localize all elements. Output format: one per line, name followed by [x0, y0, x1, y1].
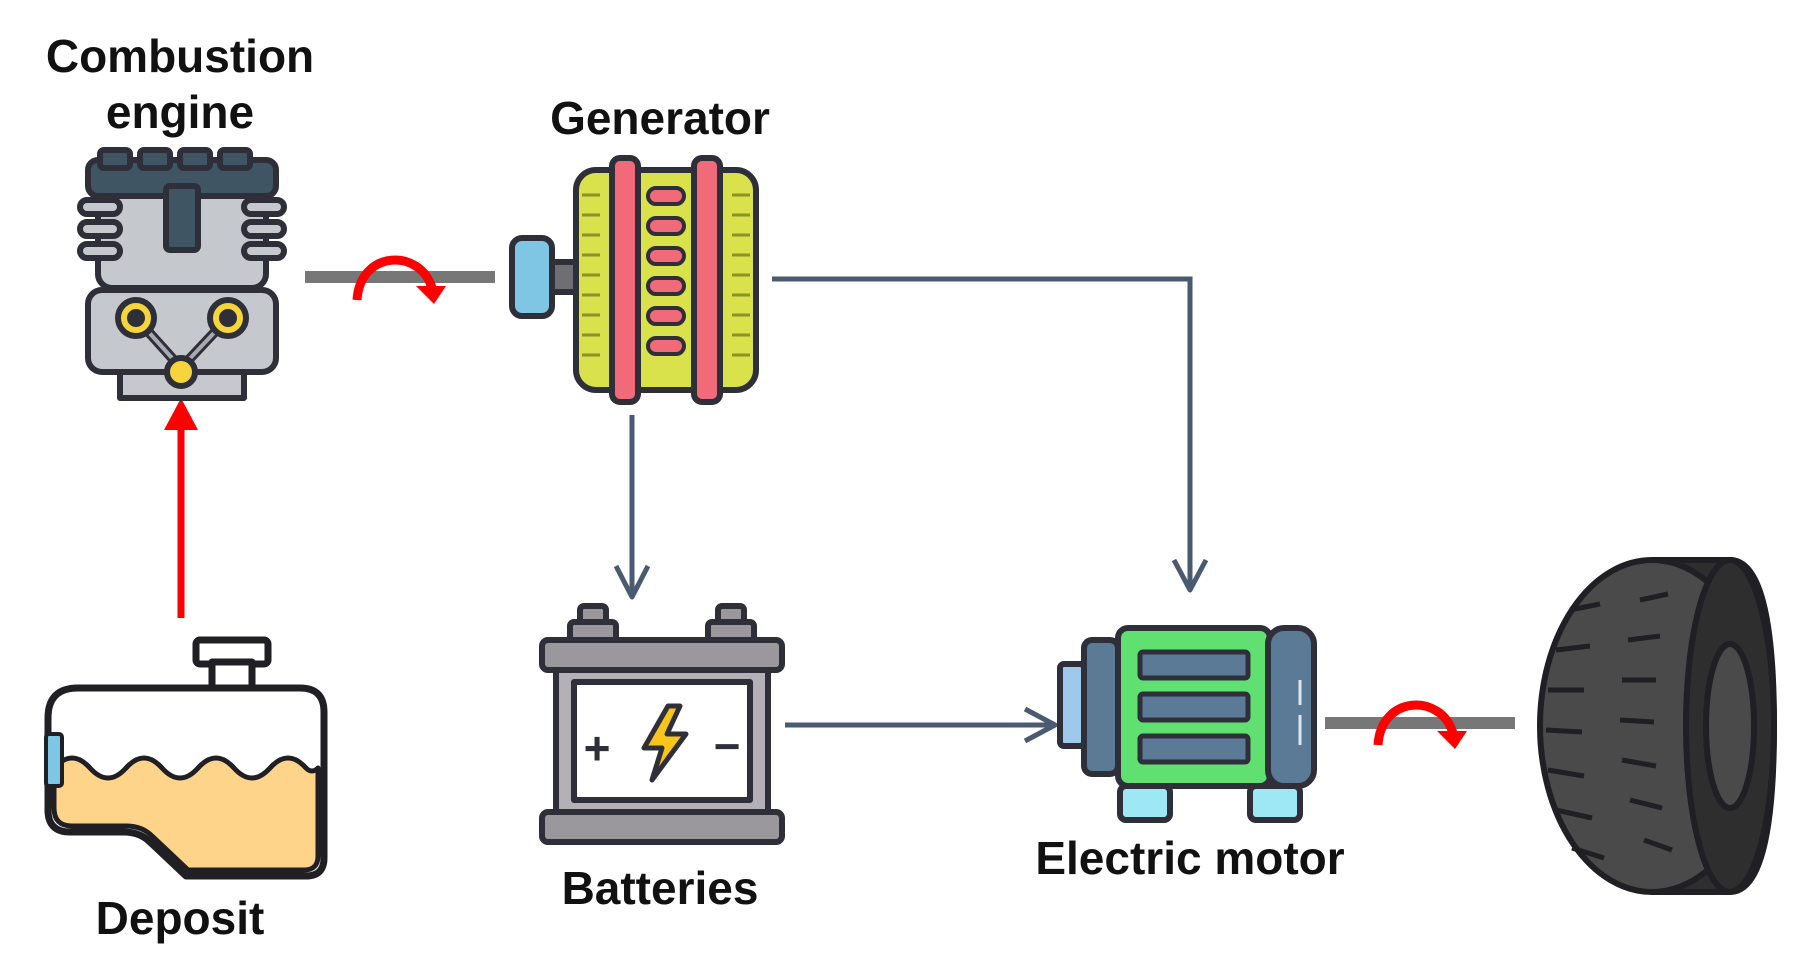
electric-motor-label: Electric motor: [1035, 832, 1345, 884]
combustion-engine-label: Combustion engine: [45, 30, 315, 138]
power-arrow-generator-to-motor: [772, 276, 1209, 593]
fuel-tank-icon: [44, 636, 328, 880]
tire-icon: [1537, 557, 1777, 895]
generator-icon: [509, 155, 759, 405]
deposit-label: Deposit: [95, 892, 265, 944]
generator-label: Generator: [550, 92, 770, 144]
rotation-arrow-icon: [352, 255, 446, 304]
engine-icon: [77, 147, 287, 401]
battery-plus-sign: +: [584, 722, 611, 774]
power-arrow-generator-to-batteries: [613, 415, 651, 600]
fuel-flow-arrow: [164, 398, 198, 618]
power-arrow-batteries-to-motor: [785, 706, 1058, 744]
battery-minus-sign: −: [714, 720, 741, 772]
electric-motor-icon: [1057, 625, 1317, 823]
battery-icon: [539, 603, 785, 845]
batteries-label: Batteries: [561, 862, 759, 914]
rotation-arrow-icon: [1373, 700, 1467, 749]
